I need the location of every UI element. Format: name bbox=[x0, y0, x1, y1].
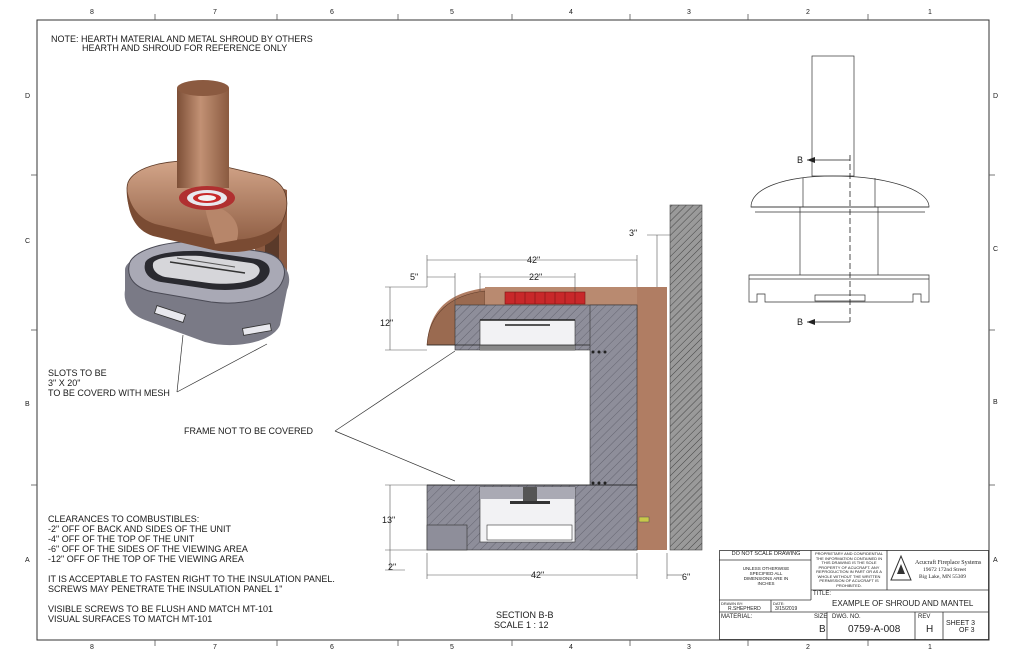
zone-row-c-left: C bbox=[25, 238, 31, 245]
section-title: SECTION B-B bbox=[496, 610, 554, 620]
tb-do-not-scale: DO NOT SCALE DRAWING bbox=[731, 551, 801, 557]
side-view bbox=[748, 55, 930, 325]
section-marker-bottom: B bbox=[797, 317, 804, 327]
dim-upper-height: 12" bbox=[380, 318, 394, 328]
tb-company-street: 19672 172nd Street bbox=[923, 567, 967, 573]
zone-col-3-bottom: 3 bbox=[687, 644, 691, 651]
dim-top-width: 42" bbox=[527, 255, 541, 265]
note-clearances-4: -12" OFF OF THE TOP OF THE VIEWING AREA bbox=[48, 554, 244, 564]
tb-size-label: SIZE bbox=[814, 614, 828, 620]
zone-col-4-bottom: 4 bbox=[569, 644, 573, 651]
zone-col-7-top: 7 bbox=[213, 9, 217, 16]
note-frame: FRAME NOT TO BE COVERED bbox=[184, 426, 314, 436]
tb-company-name: Acucraft Fireplace Systems bbox=[915, 560, 982, 566]
zone-row-a-left: A bbox=[25, 557, 30, 564]
tb-company-city: Big Lake, MN 55309 bbox=[919, 574, 967, 580]
dim-right-gap: 3" bbox=[629, 228, 638, 238]
dim-left-offset: 5" bbox=[410, 272, 419, 282]
zone-col-1-bottom: 1 bbox=[928, 644, 932, 651]
zone-row-c-right: C bbox=[993, 246, 999, 253]
zone-col-6-bottom: 6 bbox=[330, 644, 334, 651]
dim-bottom-gap: 2" bbox=[388, 562, 397, 572]
zone-col-5-bottom: 5 bbox=[450, 644, 454, 651]
zone-col-5-top: 5 bbox=[450, 9, 454, 16]
dim-firebox-width: 22" bbox=[529, 272, 543, 282]
tb-drawn-by: R.SHEPHERD bbox=[728, 606, 761, 612]
note-hearth-line1: NOTE: HEARTH MATERIAL AND METAL SHROUD B… bbox=[51, 34, 313, 44]
dim-bottom-width: 42" bbox=[531, 570, 545, 580]
zone-col-2-top: 2 bbox=[806, 9, 810, 16]
zone-row-d-left: D bbox=[25, 93, 31, 100]
note-slots-line1: SLOTS TO BE bbox=[48, 368, 107, 378]
tb-sheet-of: OF 3 bbox=[959, 627, 975, 634]
tb-sheet: SHEET 3 bbox=[946, 620, 976, 627]
note-clearances-title: CLEARANCES TO COMBUSTIBLES: bbox=[48, 514, 200, 524]
tb-date: 3/15/2019 bbox=[775, 606, 798, 612]
tb-unless: UNLESS OTHERWISE SPECIFIED ALL DIMENSION… bbox=[742, 566, 790, 586]
note-fasten-1: IT IS ACCEPTABLE TO FASTEN RIGHT TO THE … bbox=[48, 574, 335, 584]
frame-leader bbox=[334, 350, 455, 482]
zone-col-8-top: 8 bbox=[90, 9, 94, 16]
zone-col-7-bottom: 7 bbox=[213, 644, 217, 651]
zone-col-3-top: 3 bbox=[687, 9, 691, 16]
zone-col-6-top: 6 bbox=[330, 9, 334, 16]
note-clearances-1: -2" OFF OF BACK AND SIDES OF THE UNIT bbox=[48, 524, 232, 534]
tb-rev: H bbox=[926, 624, 934, 635]
note-slots-line2: 3" X 20" bbox=[48, 378, 81, 388]
tb-drawn-by-label: DRAWN BY: bbox=[721, 601, 744, 606]
section-scale: SCALE 1 : 12 bbox=[494, 620, 549, 630]
section-view bbox=[385, 204, 703, 579]
tb-material-label: MATERIAL: bbox=[721, 614, 753, 620]
note-visible-1: VISIBLE SCREWS TO BE FLUSH AND MATCH MT-… bbox=[48, 604, 274, 614]
section-marker-top: B bbox=[797, 155, 804, 165]
dim-right-clearance: 6" bbox=[682, 572, 691, 582]
note-clearances-3: -6" OFF OF THE SIDES OF THE VIEWING AREA bbox=[48, 544, 248, 554]
zone-row-a-right: A bbox=[993, 557, 998, 564]
tb-title: EXAMPLE OF SHROUD AND MANTEL bbox=[832, 599, 974, 608]
note-clearances-2: -4" OFF OF THE TOP OF THE UNIT bbox=[48, 534, 195, 544]
slots-leader bbox=[176, 334, 268, 393]
zone-col-4-top: 4 bbox=[569, 9, 573, 16]
note-hearth-line2: HEARTH AND SHROUD FOR REFERENCE ONLY bbox=[82, 43, 288, 53]
zone-row-d-right: D bbox=[993, 93, 999, 100]
tb-dwg-label: DWG. NO. bbox=[832, 614, 861, 620]
zone-row-b-left: B bbox=[25, 401, 30, 408]
tb-date-label: DATE: bbox=[773, 601, 785, 606]
zone-col-8-bottom: 8 bbox=[90, 644, 94, 651]
note-fasten-2: SCREWS MAY PENETRATE THE INSULATION PANE… bbox=[48, 584, 283, 594]
dim-lower-height: 13" bbox=[382, 515, 396, 525]
zone-col-1-top: 1 bbox=[928, 9, 932, 16]
tb-size: B bbox=[819, 624, 826, 635]
note-visible-2: VISUAL SURFACES TO MATCH MT-101 bbox=[48, 614, 213, 624]
tb-dwg-no: 0759-A-008 bbox=[848, 624, 901, 635]
note-slots-line3: TO BE COVERD WITH MESH bbox=[48, 388, 170, 398]
isometric-view bbox=[124, 80, 290, 346]
tb-rev-label: REV bbox=[918, 614, 931, 620]
zone-col-2-bottom: 2 bbox=[806, 644, 810, 651]
zone-row-b-right: B bbox=[993, 399, 998, 406]
title-block-frame bbox=[719, 550, 989, 640]
tb-title-label: TITLE: bbox=[813, 591, 832, 597]
tb-proprietary: PROPRIETARY AND CONFIDENTIAL THE INFORMA… bbox=[814, 551, 883, 588]
